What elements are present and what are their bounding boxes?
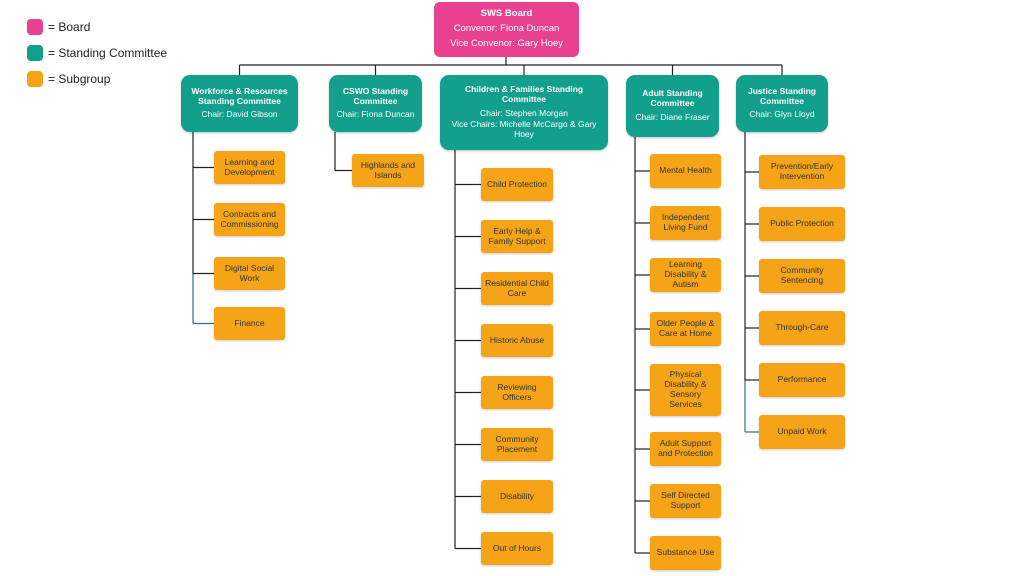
subgroup-box: Community Sentencing xyxy=(759,259,845,293)
subgroup-box: Unpaid Work xyxy=(759,415,845,449)
subgroup-box: Independent Living Fund xyxy=(650,206,721,240)
legend-committee-swatch xyxy=(27,45,43,61)
committee-chair: Chair: Stephen Morgan xyxy=(480,107,568,118)
subgroup-box: Disability xyxy=(481,480,553,513)
committee-chair: Chair: Fiona Duncan xyxy=(336,109,415,120)
subgroup-box: Digital Social Work xyxy=(214,257,285,290)
subgroup-box: Early Help & Family Support xyxy=(481,220,553,253)
committee-vice-chairs: Vice Chairs: Michelle McCargo & Gary Hoe… xyxy=(451,119,597,140)
subgroup-box: Performance xyxy=(759,363,845,397)
subgroup-box: Through-Care xyxy=(759,311,845,345)
subgroup-box: Adult Support and Protection xyxy=(650,432,721,466)
subgroup-box: Prevention/Early Intervention xyxy=(759,155,845,189)
board-vice-convenor: Vice Convenor: Gary Hoey xyxy=(450,37,563,49)
committee-chair: Chair: Diane Fraser xyxy=(635,111,710,122)
subgroup-box: Finance xyxy=(214,307,285,340)
subgroup-box: Residential Child Care xyxy=(481,272,553,305)
subgroup-box: Physical Disability & Sensory Services xyxy=(650,364,721,416)
board-convenor: Convenor: Fiona Duncan xyxy=(453,23,560,35)
legend-subgroup: = Subgroup xyxy=(27,71,110,87)
subgroup-box: Out of Hours xyxy=(481,532,553,565)
committee-title: Children & Families Standing Committee xyxy=(464,84,584,104)
legend-subgroup-swatch xyxy=(27,71,43,87)
subgroup-box: Highlands and Islands xyxy=(352,154,424,187)
subgroup-box: Learning Disability & Autism xyxy=(650,258,721,292)
subgroup-box: Child Protection xyxy=(481,168,553,201)
board-title: SWS Board xyxy=(480,8,533,20)
subgroup-box: Self Directed Support xyxy=(650,484,721,518)
subgroup-box: Community Placement xyxy=(481,428,553,461)
subgroup-box: Substance Use xyxy=(650,536,721,570)
legend-standing-committee: = Standing Committee xyxy=(27,45,167,61)
legend-board-label: = Board xyxy=(48,20,91,34)
committee-title: Justice Standing Committee xyxy=(747,85,816,106)
legend-board: = Board xyxy=(27,19,90,35)
subgroup-box: Mental Health xyxy=(650,154,721,188)
subgroup-box: Learning and Development xyxy=(214,151,285,184)
committee-chair: Chair: Glyn Lloyd xyxy=(749,109,815,120)
subgroup-box: Historic Abuse xyxy=(481,324,553,357)
subgroup-box: Contracts and Commissioning xyxy=(214,203,285,236)
board-box: SWS Board Convenor: Fiona Duncan Vice Co… xyxy=(434,2,579,57)
legend-committee-label: = Standing Committee xyxy=(48,46,168,60)
legend-subgroup-label: = Subgroup xyxy=(48,72,111,86)
committee-box: Workforce & Resources Standing Committee… xyxy=(181,75,298,132)
committee-title: CSWO Standing Committee xyxy=(342,85,409,106)
committee-chair: Chair: David Gibson xyxy=(201,109,278,120)
committee-title: Workforce & Resources Standing Committee xyxy=(191,85,288,106)
committee-title: Adult Standing Committee xyxy=(642,88,703,109)
subgroup-box: Reviewing Officers xyxy=(481,376,553,409)
subgroup-box: Older People & Care at Home xyxy=(650,312,721,346)
legend-board-swatch xyxy=(27,19,43,35)
subgroup-box: Public Protection xyxy=(759,207,845,241)
